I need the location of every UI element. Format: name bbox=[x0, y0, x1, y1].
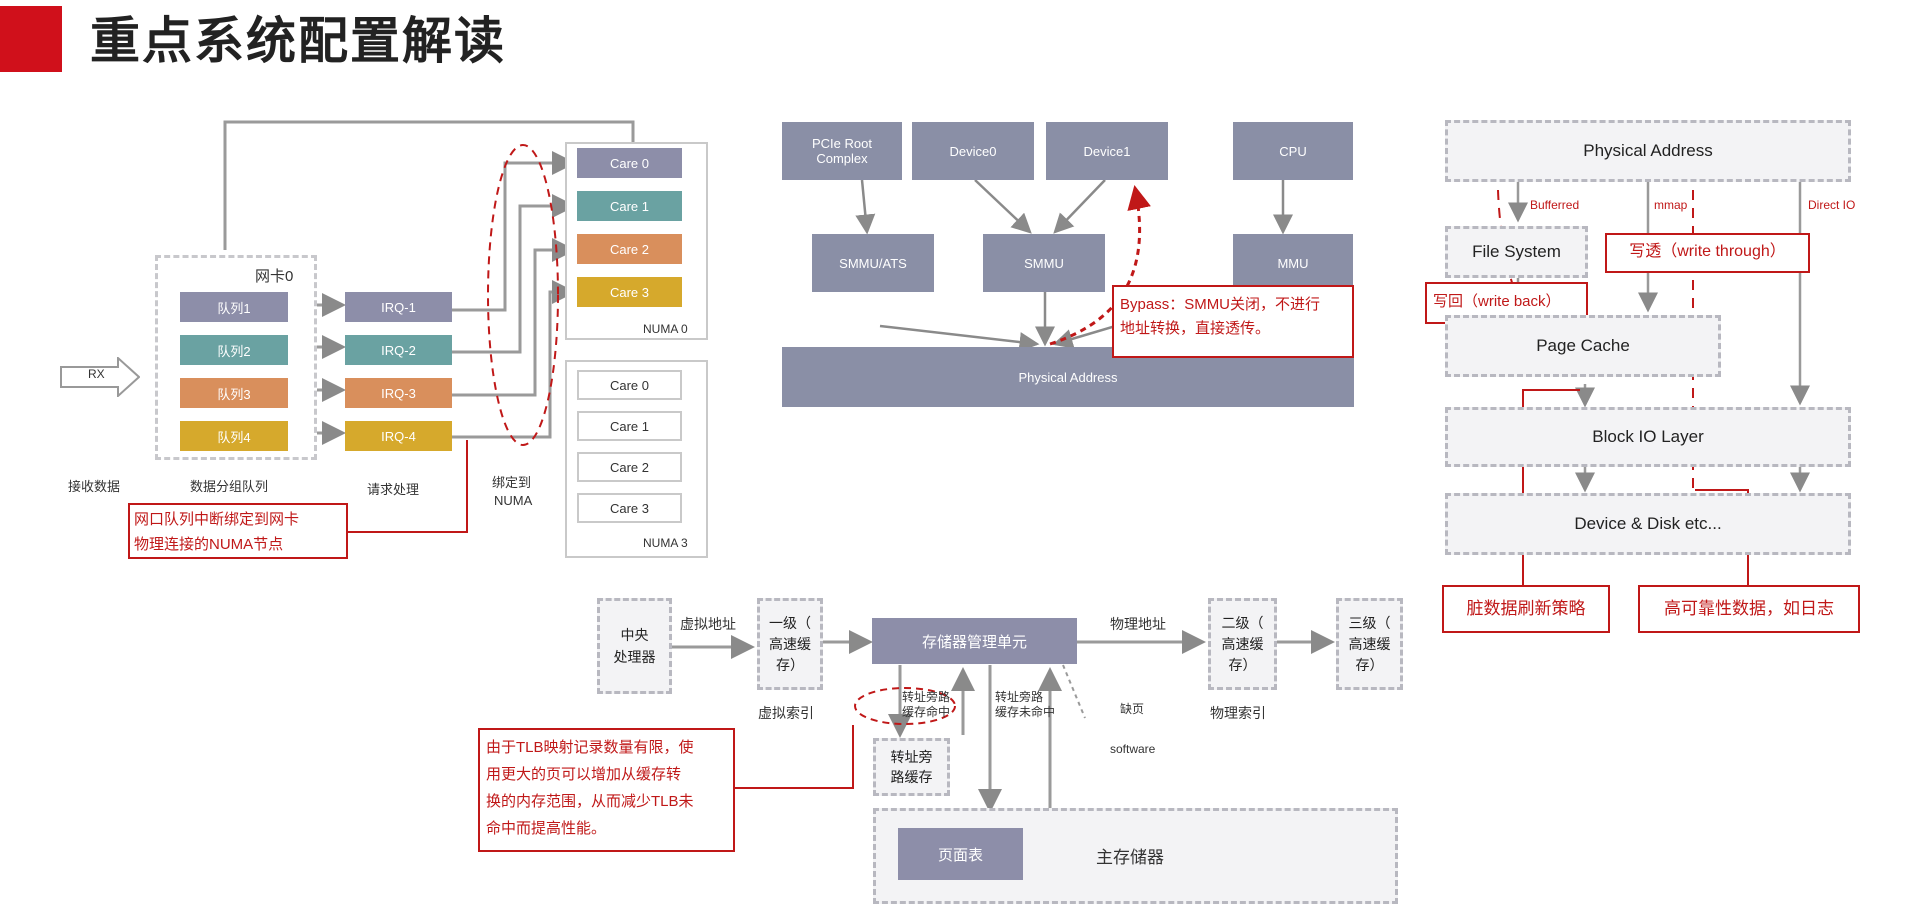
reliable-data-note: 高可靠性数据，如日志 bbox=[1638, 585, 1860, 633]
caption-bind-1: 绑定到 bbox=[492, 475, 532, 490]
mem-red-annotations bbox=[735, 687, 956, 789]
memory-management-unit: 存储器管理单元 bbox=[872, 618, 1077, 664]
bypass-line-2: 地址转换，直接透传。 bbox=[1120, 320, 1271, 337]
tlb-hit-line-1: 转址旁路 bbox=[902, 690, 951, 704]
nic-red-annotations bbox=[347, 144, 559, 533]
bypass-line-1: Bypass：SMMU关闭，不进行 bbox=[1120, 296, 1321, 313]
tlb-miss-line-2: 缓存未命中 bbox=[995, 705, 1056, 719]
irq-4: IRQ-4 bbox=[345, 421, 452, 451]
tlb-miss-line-1: 转址旁路 bbox=[995, 690, 1044, 704]
queue-4: 队列4 bbox=[180, 421, 288, 451]
label-physical-index: 物理索引 bbox=[1210, 705, 1266, 721]
l1-line-2: 高速缓 bbox=[769, 635, 811, 652]
mmu-box: MMU bbox=[1233, 234, 1353, 292]
smmu-ats: SMMU/ATS bbox=[812, 234, 934, 292]
label-buffered: Bufferred bbox=[1530, 198, 1580, 212]
numa3-core-2: Care 2 bbox=[577, 452, 682, 482]
dirty-flush-note: 脏数据刷新策略 bbox=[1442, 585, 1610, 633]
l3-line-1: 三级（ bbox=[1348, 614, 1391, 631]
label-virtual-address: 虚拟地址 bbox=[680, 616, 736, 632]
page-cache: Page Cache bbox=[1445, 315, 1721, 377]
nic-note-line-1: 网口队列中断绑定到网卡 bbox=[134, 511, 300, 528]
nic-note-line-2: 物理连接的NUMA节点 bbox=[134, 536, 284, 553]
numa3-core-0: Care 0 bbox=[577, 370, 682, 400]
label-direct-io: Direct IO bbox=[1808, 198, 1856, 212]
tlb-line-1: 转址旁 bbox=[890, 749, 933, 765]
tlb-note-line-1: 由于TLB映射记录数量有限，使 bbox=[486, 739, 694, 756]
irq-1: IRQ-1 bbox=[345, 292, 452, 322]
tlb-note-line-3: 换的内存范围，从而减少TLB未 bbox=[486, 793, 694, 810]
numa0-label: NUMA 0 bbox=[643, 322, 688, 336]
tlb-line-2: 路缓存 bbox=[890, 769, 933, 785]
l1-line-1: 一级（ bbox=[769, 614, 811, 631]
main-memory-label: 主存储器 bbox=[1096, 848, 1164, 867]
tlb-note-line-4: 命中而提高性能。 bbox=[486, 820, 607, 837]
rx-arrow bbox=[60, 355, 141, 399]
tlb-hit-line-2: 缓存命中 bbox=[902, 705, 951, 719]
tlb-hit-label: 转址旁路 缓存命中 bbox=[902, 690, 950, 720]
l3-line-2: 高速缓 bbox=[1348, 635, 1391, 652]
nic-note-box: 网口队列中断绑定到网卡 物理连接的NUMA节点 bbox=[128, 503, 348, 559]
numa0-core-0: Care 0 bbox=[577, 148, 682, 178]
irq-2: IRQ-2 bbox=[345, 335, 452, 365]
l3-cache: 三级（ 高速缓 存） bbox=[1336, 598, 1403, 690]
pcie-line-1: PCIe Root bbox=[812, 136, 872, 151]
l2-cache: 二级（ 高速缓 存） bbox=[1208, 598, 1277, 690]
iommu-physical-address: Physical Address bbox=[782, 347, 1354, 407]
irq-3: IRQ-3 bbox=[345, 378, 452, 408]
numa3-core-3: Care 3 bbox=[577, 493, 682, 523]
bypass-arrow bbox=[1049, 185, 1151, 346]
title-accent-bar bbox=[0, 6, 62, 72]
queue-3: 队列3 bbox=[180, 378, 288, 408]
page-fault-label: 缺页 bbox=[1120, 702, 1145, 716]
l2-line-1: 二级（ bbox=[1221, 614, 1264, 631]
numa0-core-1: Care 1 bbox=[577, 191, 682, 221]
l2-line-3: 存） bbox=[1228, 656, 1257, 673]
smmu: SMMU bbox=[983, 234, 1105, 292]
numa3-label: NUMA 3 bbox=[643, 536, 688, 550]
l1-cache: 一级（ 高速缓 存） bbox=[757, 598, 823, 690]
io-physical-address: Physical Address bbox=[1445, 120, 1851, 182]
label-physical-address: 物理地址 bbox=[1110, 616, 1166, 632]
caption-group: 数据分组队列 bbox=[190, 479, 269, 494]
label-mmap: mmap bbox=[1654, 198, 1688, 212]
caption-request: 请求处理 bbox=[367, 482, 420, 497]
write-through-note: 写透（write through） bbox=[1605, 233, 1810, 273]
nic-card-label: 网卡0 bbox=[255, 268, 294, 285]
bypass-note: Bypass：SMMU关闭，不进行 地址转换，直接透传。 bbox=[1112, 285, 1354, 358]
software-label: software bbox=[1110, 742, 1156, 756]
queue-2: 队列2 bbox=[180, 335, 288, 365]
block-io-layer: Block IO Layer bbox=[1445, 407, 1851, 467]
device1: Device1 bbox=[1046, 122, 1168, 180]
page-fault-line bbox=[1062, 664, 1086, 719]
central-processor: 中央 处理器 bbox=[597, 598, 672, 694]
tlb-miss-label: 转址旁路 缓存未命中 bbox=[995, 690, 1055, 720]
l1-line-3: 存） bbox=[776, 656, 804, 673]
page-table: 页面表 bbox=[898, 828, 1023, 880]
io-connectors bbox=[1508, 182, 1810, 493]
cpu-line-2: 处理器 bbox=[613, 649, 656, 665]
l3-line-3: 存） bbox=[1355, 656, 1384, 673]
pcie-root-complex: PCIe Root Complex bbox=[782, 122, 902, 180]
rx-label: RX bbox=[88, 367, 105, 381]
tlb-box: 转址旁 路缓存 bbox=[873, 738, 950, 796]
cpu-line-1: 中央 bbox=[620, 627, 649, 643]
label-virtual-index: 虚拟索引 bbox=[758, 705, 814, 721]
l2-line-2: 高速缓 bbox=[1221, 635, 1264, 652]
file-system: File System bbox=[1445, 226, 1588, 278]
numa0-core-2: Care 2 bbox=[577, 234, 682, 264]
numa0-core-3: Care 3 bbox=[577, 277, 682, 307]
caption-recv: 接收数据 bbox=[68, 479, 121, 494]
tlb-note-line-2: 用更大的页可以增加从缓存转 bbox=[486, 766, 682, 783]
page-title: 重点系统配置解读 bbox=[90, 13, 506, 69]
tlb-note: 由于TLB映射记录数量有限，使 用更大的页可以增加从缓存转 换的内存范围，从而减… bbox=[478, 728, 735, 852]
queue-1: 队列1 bbox=[180, 292, 288, 322]
device-disk: Device & Disk etc... bbox=[1445, 493, 1851, 555]
numa3-core-1: Care 1 bbox=[577, 411, 682, 441]
caption-bind-2: NUMA bbox=[494, 493, 533, 508]
cpu-box: CPU bbox=[1233, 122, 1353, 180]
device0: Device0 bbox=[912, 122, 1034, 180]
pcie-line-2: Complex bbox=[816, 151, 868, 166]
